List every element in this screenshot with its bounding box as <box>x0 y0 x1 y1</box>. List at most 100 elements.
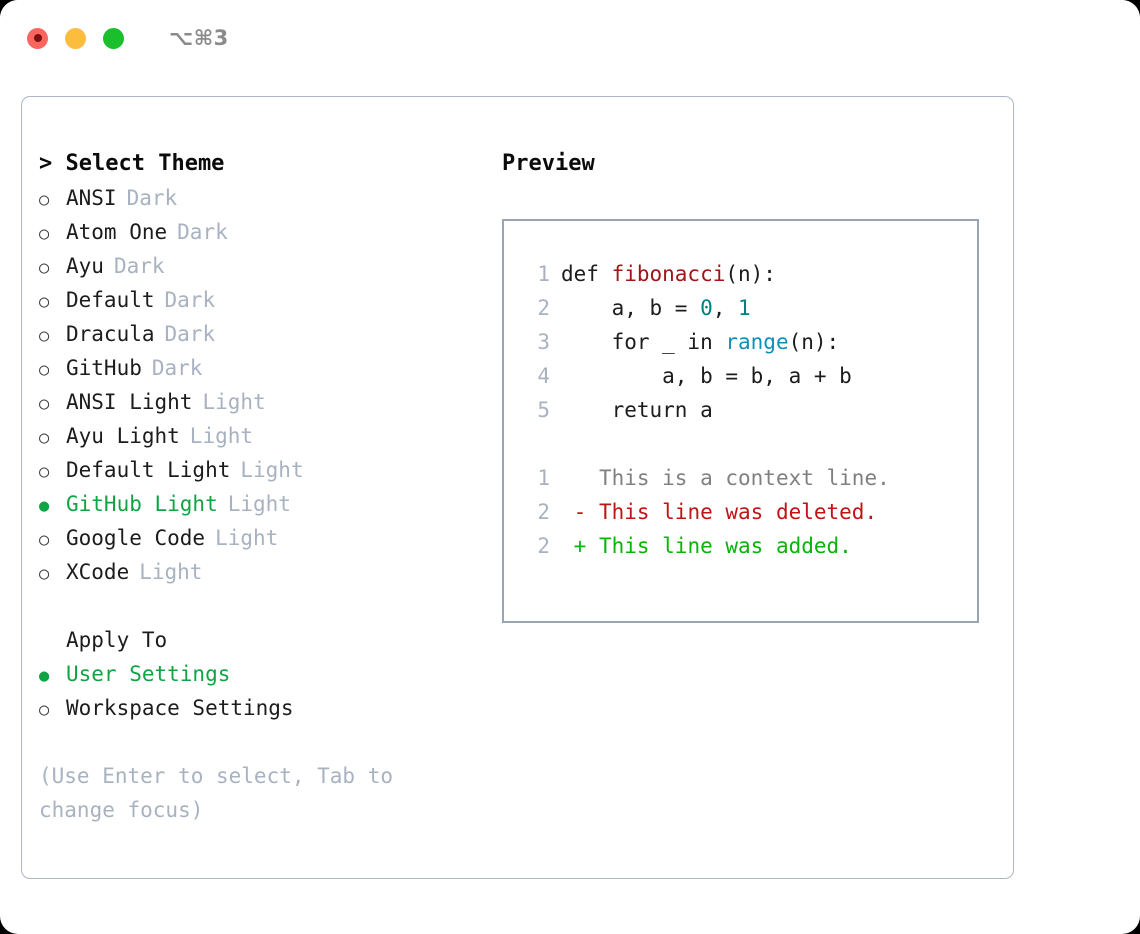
theme-item-atom-one[interactable]: ○ Atom One Dark <box>39 215 485 249</box>
radio-unselected-icon: ○ <box>39 326 50 346</box>
radio-unselected-icon: ○ <box>39 564 50 584</box>
theme-item-label: Dracula <box>66 322 155 346</box>
code-token-fn: fibonacci <box>611 262 726 286</box>
code-token-call: range <box>725 330 789 354</box>
theme-item-github[interactable]: ○ GitHub Dark <box>39 351 485 385</box>
close-button[interactable] <box>27 27 48 49</box>
diff-sign: + <box>561 534 599 558</box>
diff-text: This is a context line. <box>598 466 890 490</box>
radio-unselected-icon: ○ <box>39 700 50 720</box>
diff-text: This line was deleted. <box>598 500 878 524</box>
diff-line-number: 1 <box>537 466 550 490</box>
list-spacer <box>39 589 485 623</box>
code-token-plain: , <box>712 296 739 320</box>
theme-item-label: Default Light <box>66 458 231 482</box>
theme-item-variant: Light <box>227 492 291 516</box>
code-line-number: 2 <box>537 296 550 320</box>
zoom-button[interactable] <box>103 27 124 49</box>
theme-item-label: ANSI <box>66 186 117 210</box>
diff-line-number: 2 <box>537 500 550 524</box>
diff-line-number: 2 <box>537 534 550 558</box>
minimize-button[interactable] <box>65 27 86 49</box>
theme-item-xcode[interactable]: ○ XCode Light <box>39 555 485 589</box>
apply-to-item-label: Workspace Settings <box>66 696 294 720</box>
theme-item-variant: Dark <box>113 254 165 278</box>
diff-line-add: 2 + This line was added. <box>521 529 977 563</box>
theme-item-label: Atom One <box>66 220 168 244</box>
apply-to-item-user-settings[interactable]: ● User Settings <box>39 657 485 691</box>
theme-item-variant: Dark <box>164 288 216 312</box>
theme-item-google-code[interactable]: ○ Google Code Light <box>39 521 485 555</box>
code-token-plain: def <box>561 262 612 286</box>
apply-to-item-workspace-settings[interactable]: ○ Workspace Settings <box>39 691 485 725</box>
theme-item-label: GitHub <box>66 356 142 380</box>
apply-to-item-label: User Settings <box>66 662 231 686</box>
theme-item-variant: Light <box>240 458 304 482</box>
code-line: 3 for _ in range(n): <box>521 325 977 359</box>
theme-item-default-light[interactable]: ○ Default Light Light <box>39 453 485 487</box>
code-token-plain: (n): <box>725 262 776 286</box>
diff-text: This line was added. <box>598 534 852 558</box>
theme-item-variant: Dark <box>151 356 203 380</box>
theme-item-ansi[interactable]: ○ ANSI Dark <box>39 181 485 215</box>
theme-item-label: Default <box>66 288 155 312</box>
diff-line-del: 2 - This line was deleted. <box>521 495 977 529</box>
code-token-plain: a, b = b, a + b <box>561 364 852 388</box>
code-line-number: 4 <box>537 364 550 388</box>
theme-item-variant: Light <box>202 390 266 414</box>
theme-item-github-light[interactable]: ● GitHub Light Light <box>39 487 485 521</box>
code-token-plain: (n): <box>788 330 840 354</box>
keyboard-shortcut-label: ⌥⌘3 <box>169 26 229 50</box>
radio-unselected-icon: ○ <box>39 530 50 550</box>
select-theme-heading: > Select Theme <box>39 151 225 176</box>
theme-item-variant: Dark <box>164 322 216 346</box>
radio-unselected-icon: ○ <box>39 292 50 312</box>
code-token-num: 0 <box>700 296 713 320</box>
code-token-plain: return a <box>561 398 713 422</box>
code-line-number: 3 <box>537 330 550 354</box>
theme-item-dracula[interactable]: ○ Dracula Dark <box>39 317 485 351</box>
theme-item-label: Ayu <box>66 254 104 278</box>
code-line: 5 return a <box>521 393 977 427</box>
apply-to-list[interactable]: ● User Settings ○ Workspace Settings <box>39 657 485 725</box>
radio-unselected-icon: ○ <box>39 360 50 380</box>
preview-heading: Preview <box>502 151 595 176</box>
radio-unselected-icon: ○ <box>39 190 50 210</box>
radio-unselected-icon: ○ <box>39 462 50 482</box>
traffic-light-buttons <box>27 27 124 49</box>
keyboard-hint: (Use Enter to select, Tab to change focu… <box>39 764 394 822</box>
theme-item-label: ANSI Light <box>66 390 193 414</box>
code-diff-gap <box>521 427 977 461</box>
theme-item-label: GitHub Light <box>66 492 218 516</box>
apply-to-heading: Apply To <box>66 628 168 652</box>
code-line: 2 a, b = 0, 1 <box>521 291 977 325</box>
theme-item-ansi-light[interactable]: ○ ANSI Light Light <box>39 385 485 419</box>
theme-item-label: XCode <box>66 560 130 584</box>
code-token-plain: a, b = <box>561 296 701 320</box>
theme-item-variant: Dark <box>177 220 228 244</box>
code-line: 4 a, b = b, a + b <box>521 359 977 393</box>
theme-item-variant: Dark <box>126 186 178 210</box>
theme-item-variant: Light <box>189 424 254 448</box>
theme-item-variant: Light <box>139 560 203 584</box>
diff-line-ctx: 1 This is a context line. <box>521 461 977 495</box>
radio-unselected-icon: ○ <box>39 224 50 244</box>
radio-selected-icon: ● <box>39 496 50 516</box>
radio-selected-icon: ● <box>39 666 50 686</box>
diff-sign <box>561 461 599 495</box>
code-line-number: 5 <box>537 398 550 422</box>
theme-item-variant: Light <box>215 526 279 550</box>
radio-unselected-icon: ○ <box>39 394 50 414</box>
theme-item-label: Google Code <box>66 526 206 550</box>
theme-item-default[interactable]: ○ Default Dark <box>39 283 485 317</box>
